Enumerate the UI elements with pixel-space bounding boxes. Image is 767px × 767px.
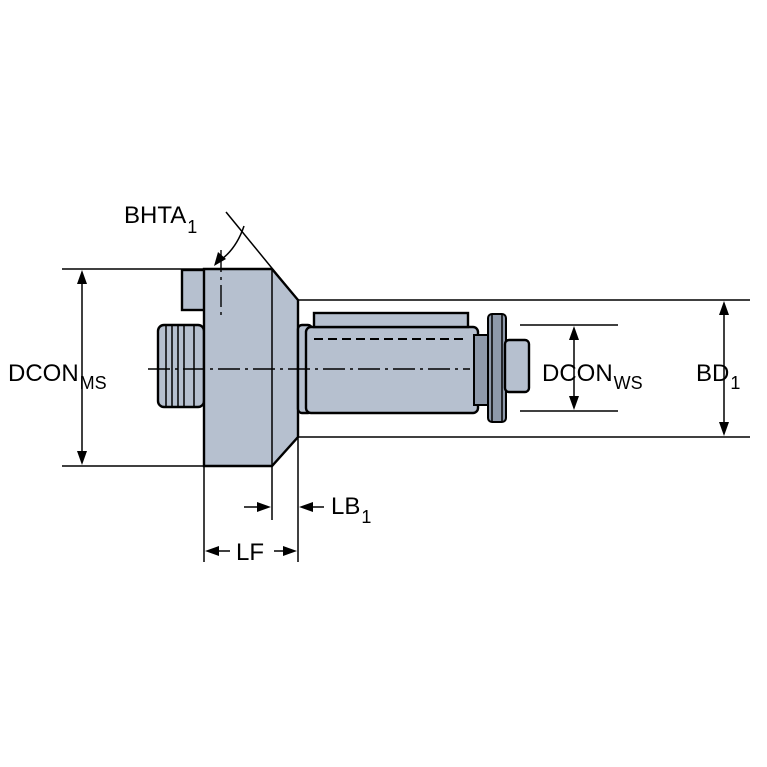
bd1-dimension [719,301,729,436]
shank [296,311,480,415]
drive-key [180,268,208,312]
lf-label: LF [236,539,264,566]
lf-dimension [205,546,297,556]
lb1-dimension [244,502,324,512]
dcon-ms-dimension [77,270,87,465]
bhta1-angle [214,225,245,266]
dcon-ws-label: DCONWS [542,360,643,393]
dcon-ms-label: DCONMS [8,360,107,393]
extension-lines [62,211,750,562]
bhta1-label: BHTA1 [124,202,197,237]
clamping-nut [473,313,531,423]
lb1-label: LB1 [331,493,371,527]
flange [202,267,300,468]
machine-side-spigot [156,323,206,409]
dcon-ws-dimension [569,326,579,410]
bd1-label: BD1 [696,360,740,393]
adapter-body [156,267,531,468]
